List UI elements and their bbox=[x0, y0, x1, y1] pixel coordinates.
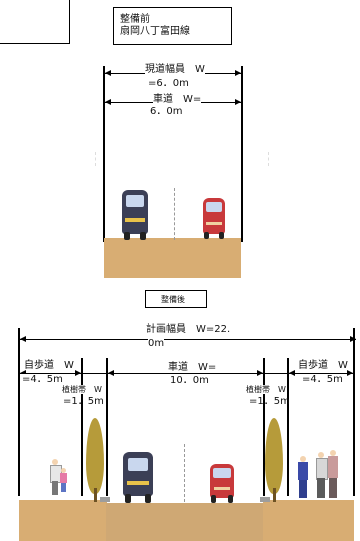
faint-marks bbox=[95, 152, 98, 166]
after-boundary-left-sidewalk bbox=[81, 358, 83, 496]
arrow-right-icon bbox=[347, 370, 353, 376]
pedestrian-legs bbox=[329, 478, 337, 498]
car-wheel bbox=[140, 232, 146, 240]
before-carriageway-label: 車道 W= bbox=[153, 94, 202, 105]
before-route-name: 扇岡八丁富田線 bbox=[120, 26, 190, 37]
car-wheel bbox=[228, 495, 233, 503]
car-wheel bbox=[219, 232, 224, 239]
pedestrian-icon bbox=[330, 450, 336, 456]
after-carriageway-value: 10．0m bbox=[170, 375, 209, 386]
after-right-planting-value: =1．5m bbox=[249, 396, 290, 407]
pedestrian-icon bbox=[318, 452, 324, 458]
tree-icon bbox=[86, 418, 104, 494]
arrow-right-icon bbox=[235, 70, 241, 76]
after-left-planting-value: =1．5m bbox=[63, 396, 104, 407]
after-title: 整備後 bbox=[161, 295, 185, 304]
after-carriageway-label: 車道 W= bbox=[168, 362, 217, 373]
after-boundary-left-edge bbox=[18, 328, 20, 496]
car-dark-icon bbox=[123, 452, 153, 496]
arrow-left-icon bbox=[289, 370, 295, 376]
pedestrian-body bbox=[328, 456, 338, 478]
after-left-sidewalk-label: 自歩道 W bbox=[24, 360, 74, 371]
tree-icon bbox=[265, 418, 283, 494]
legend-box-cropped bbox=[0, 0, 70, 44]
after-planned-width-cont: 0m bbox=[148, 338, 165, 349]
car-dark-icon bbox=[122, 190, 148, 234]
before-centerline bbox=[174, 188, 176, 240]
car-wheel bbox=[125, 494, 131, 503]
arrow-right-icon bbox=[235, 99, 241, 105]
child-body bbox=[60, 473, 67, 483]
pedestrian-body bbox=[298, 462, 308, 480]
car-wheel bbox=[145, 494, 151, 503]
after-left-sidewalk-value: =4．5m bbox=[22, 374, 63, 385]
car-wheel bbox=[211, 495, 216, 503]
before-ground bbox=[104, 238, 241, 278]
arrow-right-icon bbox=[75, 370, 81, 376]
after-sub-dimension-line bbox=[20, 373, 354, 374]
before-carriageway-value: 6．0m bbox=[150, 106, 183, 117]
faint-marks bbox=[268, 152, 271, 166]
pedestrian-legs bbox=[317, 478, 325, 498]
after-curb-left bbox=[100, 497, 110, 502]
arrow-right-icon bbox=[257, 370, 263, 376]
after-title-box: 整備後 bbox=[145, 290, 207, 308]
arrow-left-icon bbox=[20, 370, 26, 376]
car-wheel bbox=[204, 232, 209, 239]
pedestrian-legs bbox=[52, 481, 58, 495]
pedestrian-icon bbox=[52, 459, 58, 465]
car-red-icon bbox=[210, 464, 234, 498]
arrow-left-icon bbox=[108, 370, 114, 376]
after-boundary-right-sidewalk bbox=[287, 358, 289, 496]
pedestrian-icon bbox=[300, 456, 306, 462]
after-right-sidewalk-value: =4．5m bbox=[302, 374, 343, 385]
after-boundary-right-planting bbox=[263, 358, 265, 496]
after-planned-width-line bbox=[20, 339, 356, 340]
child-pedestrian-icon bbox=[61, 468, 66, 473]
pedestrian-legs bbox=[299, 480, 307, 498]
after-curb-right bbox=[260, 497, 270, 502]
tree-trunk bbox=[273, 488, 276, 502]
after-boundary-left-planting bbox=[106, 358, 108, 496]
after-ground-carriageway bbox=[106, 503, 264, 541]
after-centerline bbox=[184, 444, 186, 502]
after-ground-right-sidewalk bbox=[263, 500, 354, 541]
after-right-planting-label: 植樹帯 W bbox=[246, 385, 286, 394]
after-boundary-right-edge bbox=[353, 328, 355, 496]
after-ground-left-sidewalk bbox=[19, 500, 107, 541]
before-road-width-value: =6．0m bbox=[148, 78, 189, 89]
before-road-width-label: 現道幅員 W bbox=[145, 64, 205, 75]
before-title: 整備前 bbox=[120, 14, 150, 25]
tree-trunk bbox=[94, 488, 97, 502]
after-right-sidewalk-label: 自歩道 W bbox=[298, 360, 348, 371]
car-wheel bbox=[124, 232, 130, 240]
after-left-planting-label: 植樹帯 W bbox=[62, 385, 102, 394]
before-right-boundary bbox=[241, 66, 243, 242]
arrow-left-icon bbox=[105, 99, 111, 105]
arrow-left-icon bbox=[20, 336, 26, 342]
after-planned-width-label: 計画幅員 W=22. bbox=[146, 324, 231, 335]
arrow-left-icon bbox=[105, 70, 111, 76]
pedestrian-body bbox=[316, 458, 328, 480]
before-left-boundary bbox=[103, 66, 105, 242]
car-red-icon bbox=[203, 198, 225, 234]
child-legs bbox=[61, 483, 66, 492]
before-title-box: 整備前 扇岡八丁富田線 bbox=[113, 7, 232, 45]
